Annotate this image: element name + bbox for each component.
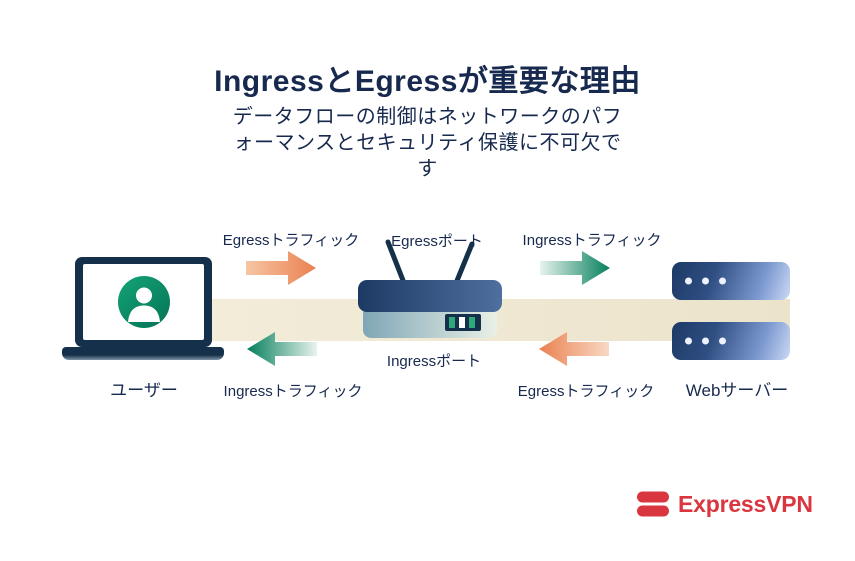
label-ingress-traffic-bottom: Ingressトラフィック (223, 383, 363, 400)
server-indicator-dots (685, 277, 726, 285)
brand-logo: ExpressVPN (636, 489, 813, 519)
page-title: IngressとEgressが重要な理由 (214, 65, 641, 98)
label-ingress-port: Ingressポート (386, 353, 482, 370)
laptop-screen (75, 257, 212, 347)
ingress-arrow-right-icon (540, 251, 610, 285)
page-subtitle: データフローの制御はネットワークのパフォーマンスとセキュリティ保護に不可欠です (232, 106, 623, 180)
label-ingress-traffic-top: Ingressトラフィック (522, 232, 662, 249)
label-egress-port: Egressポート (391, 233, 483, 250)
brand-name: ExpressVPN (678, 491, 813, 517)
laptop-base (62, 347, 224, 360)
expressvpn-logo-icon (637, 491, 669, 517)
egress-arrow-right-icon (246, 251, 316, 285)
server-icon (672, 262, 790, 300)
user-avatar-icon (117, 276, 170, 328)
router-icon (358, 239, 502, 338)
egress-arrow-left-icon (539, 332, 609, 366)
server-icon (672, 322, 790, 360)
server-indicator-dots (685, 337, 726, 345)
label-egress-traffic-bottom: Egressトラフィック (517, 383, 655, 400)
label-user: ユーザー (110, 381, 178, 400)
ingress-arrow-left-icon (247, 332, 317, 366)
label-egress-traffic-top: Egressトラフィック (222, 232, 360, 249)
laptop-display (83, 264, 204, 340)
label-web-server: Webサーバー (685, 381, 789, 400)
